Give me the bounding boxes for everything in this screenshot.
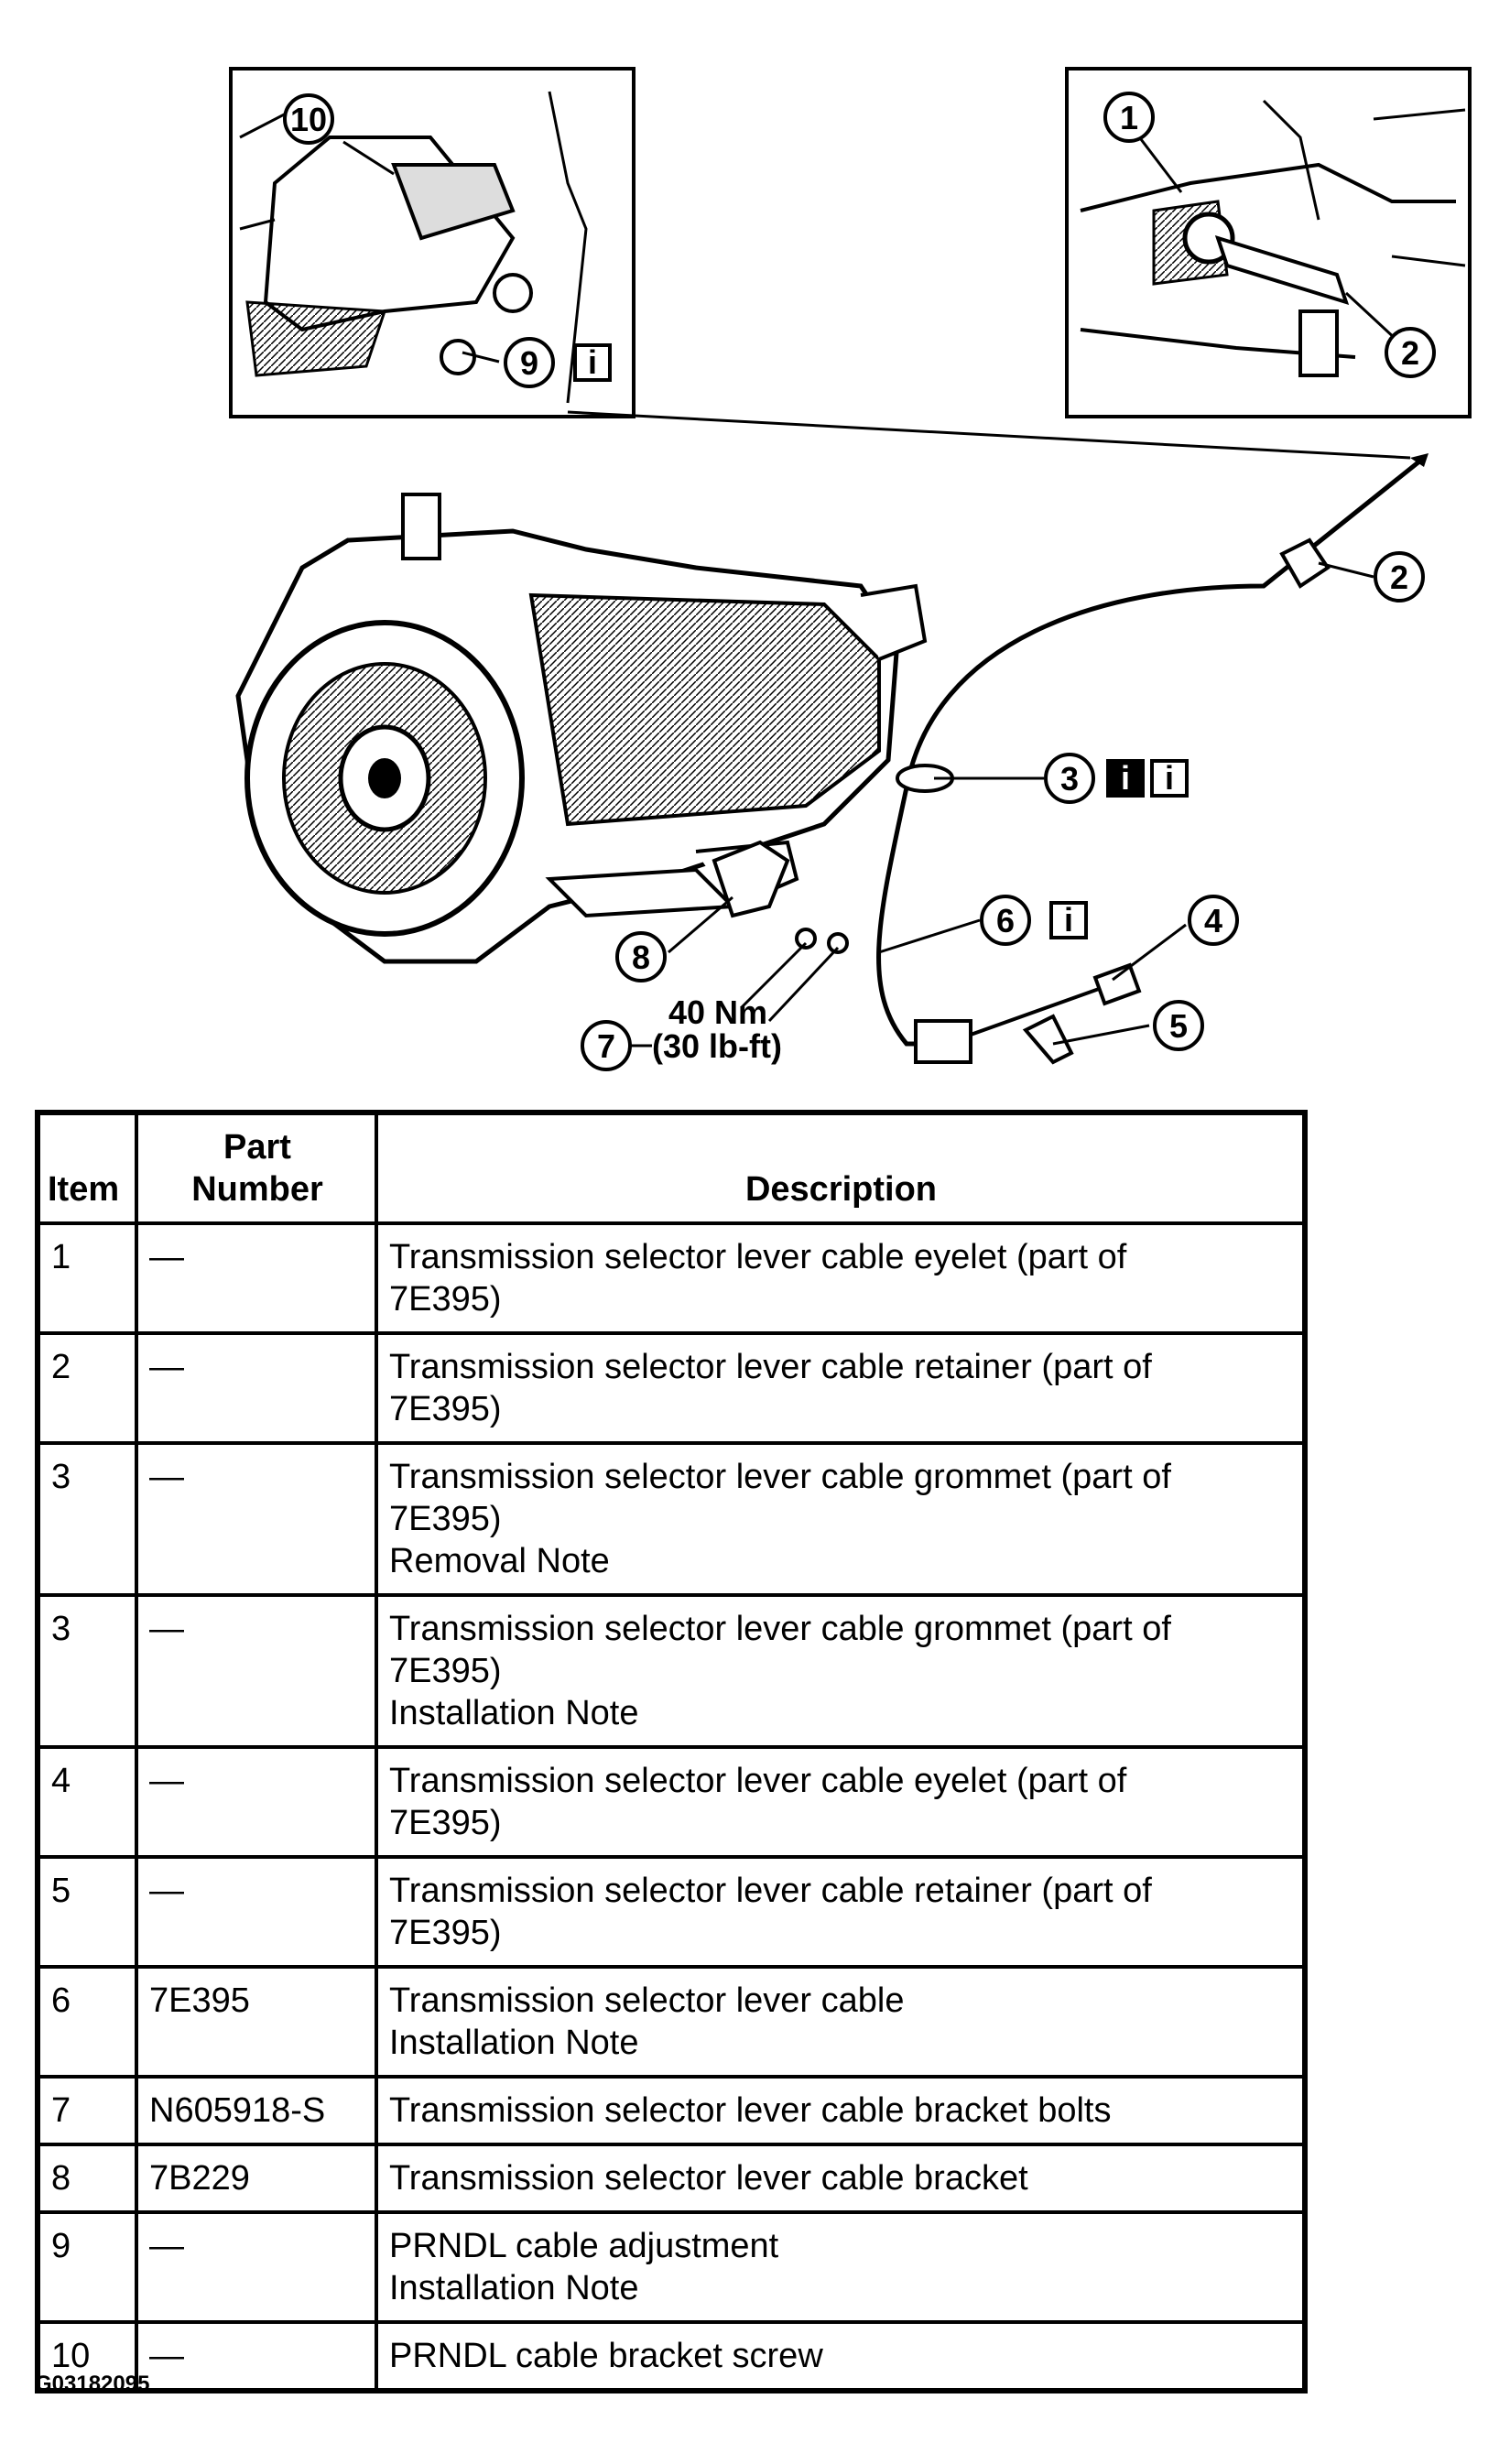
cell-part-number: 7B229 (135, 2143, 378, 2214)
cell-part-number: — (135, 1441, 378, 1597)
table-row: 5 — Transmission selector lever cable re… (36, 1855, 1307, 1969)
table-row: 4 — Transmission selector lever cable ey… (36, 1745, 1307, 1859)
cell-item: 6 (36, 1965, 138, 2079)
torque-metric: 40 Nm (668, 993, 767, 1031)
table-row: 10 — PRNDL cable bracket screw (36, 2320, 1307, 2393)
header-item: Item (36, 1111, 138, 1225)
svg-text:7: 7 (597, 1027, 615, 1065)
cell-item: 10 (36, 2320, 138, 2393)
callout-8: 8 (615, 931, 667, 982)
header-part-number: Part Number (135, 1111, 378, 1225)
transmission-assembly (235, 493, 928, 964)
cell-description: Transmission selector lever cable retain… (375, 1331, 1307, 1445)
cell-item: 3 (36, 1441, 138, 1597)
table-row: 8 7B229 Transmission selector lever cabl… (36, 2143, 1307, 2214)
cell-description: Transmission selector lever cable Instal… (375, 1965, 1307, 2079)
table-row: 2 — Transmission selector lever cable re… (36, 1331, 1307, 1445)
callout-2: 2 (1374, 551, 1425, 602)
callout-4: 4 (1188, 895, 1239, 946)
svg-text:1: 1 (1120, 99, 1138, 136)
cell-item: 8 (36, 2143, 138, 2214)
table-row: 7 N605918-S Transmission selector lever … (36, 2075, 1307, 2146)
cell-part-number: — (135, 1593, 378, 1749)
svg-text:2: 2 (1390, 559, 1408, 596)
cell-description: Transmission selector lever cable eyelet… (375, 1745, 1307, 1859)
cell-description: Transmission selector lever cable bracke… (375, 2075, 1307, 2146)
svg-text:4: 4 (1204, 902, 1222, 939)
cell-item: 2 (36, 1331, 138, 1445)
callout-2-inset: 2 (1385, 327, 1436, 378)
cell-description: Transmission selector lever cable eyelet… (375, 1221, 1307, 1335)
figure-code: G03182095 (35, 2372, 150, 2396)
cell-item: 1 (36, 1221, 138, 1335)
cell-part-number: — (135, 1855, 378, 1969)
cell-part-number: — (135, 2320, 378, 2393)
table-row: 9 — PRNDL cable adjustment Installation … (36, 2210, 1307, 2324)
cell-part-number: — (135, 1221, 378, 1335)
cell-description: Transmission selector lever cable retain… (375, 1855, 1307, 1969)
cell-part-number: — (135, 2210, 378, 2324)
callout-7: 7 (581, 1020, 632, 1071)
cell-item: 7 (36, 2075, 138, 2146)
cell-part-number: N605918-S (135, 2075, 378, 2146)
svg-text:i: i (1064, 901, 1073, 939)
cell-description: Transmission selector lever cable gromme… (375, 1593, 1307, 1749)
svg-text:3: 3 (1060, 760, 1079, 798)
parts-table: Item Part Number Description 1 — Transmi… (35, 1110, 1308, 2393)
svg-text:2: 2 (1401, 334, 1419, 372)
inset-shift-lever (1065, 67, 1472, 418)
info-icon-3a: i (1106, 759, 1145, 798)
table-row: 3 — Transmission selector lever cable gr… (36, 1593, 1307, 1749)
info-icon-9: i (573, 343, 612, 382)
info-icon-3b: i (1150, 759, 1189, 798)
cell-description: Transmission selector lever cable gromme… (375, 1441, 1307, 1597)
svg-text:5: 5 (1169, 1007, 1188, 1045)
cell-part-number: — (135, 1331, 378, 1445)
cell-item: 9 (36, 2210, 138, 2324)
callout-5: 5 (1153, 1000, 1204, 1051)
callout-9: 9 (504, 337, 555, 388)
svg-text:8: 8 (632, 939, 650, 976)
callout-6: 6 (980, 895, 1031, 946)
cell-item: 4 (36, 1745, 138, 1859)
svg-text:i: i (588, 343, 597, 381)
svg-text:6: 6 (996, 902, 1015, 939)
selector-cable (876, 456, 1426, 1065)
svg-text:i: i (1121, 759, 1130, 797)
cell-description: PRNDL cable adjustment Installation Note (375, 2210, 1307, 2324)
cell-description: PRNDL cable bracket screw (375, 2320, 1307, 2393)
torque-imperial: (30 lb-ft) (652, 1027, 782, 1065)
cell-part-number: 7E395 (135, 1965, 378, 2079)
table-header-row: Item Part Number Description (36, 1111, 1307, 1225)
cell-description: Transmission selector lever cable bracke… (375, 2143, 1307, 2214)
svg-text:9: 9 (520, 344, 538, 382)
table-row: 6 7E395 Transmission selector lever cabl… (36, 1965, 1307, 2079)
cell-item: 5 (36, 1855, 138, 1969)
callout-3: 3 (1044, 753, 1095, 804)
transmission-cable-diagram: 10 9 i 1 2 2 3 i i 6 i 4 (229, 67, 1472, 1071)
svg-text:10: 10 (290, 101, 327, 138)
table-row: 1 — Transmission selector lever cable ey… (36, 1221, 1307, 1335)
inset-prndl-bracket (229, 67, 636, 418)
callout-10: 10 (283, 93, 334, 145)
cell-part-number: — (135, 1745, 378, 1859)
header-description: Description (375, 1111, 1307, 1225)
cell-item: 3 (36, 1593, 138, 1749)
table-row: 3 — Transmission selector lever cable gr… (36, 1441, 1307, 1597)
callout-1: 1 (1103, 92, 1155, 143)
svg-text:i: i (1165, 759, 1174, 797)
info-icon-6: i (1049, 901, 1088, 939)
